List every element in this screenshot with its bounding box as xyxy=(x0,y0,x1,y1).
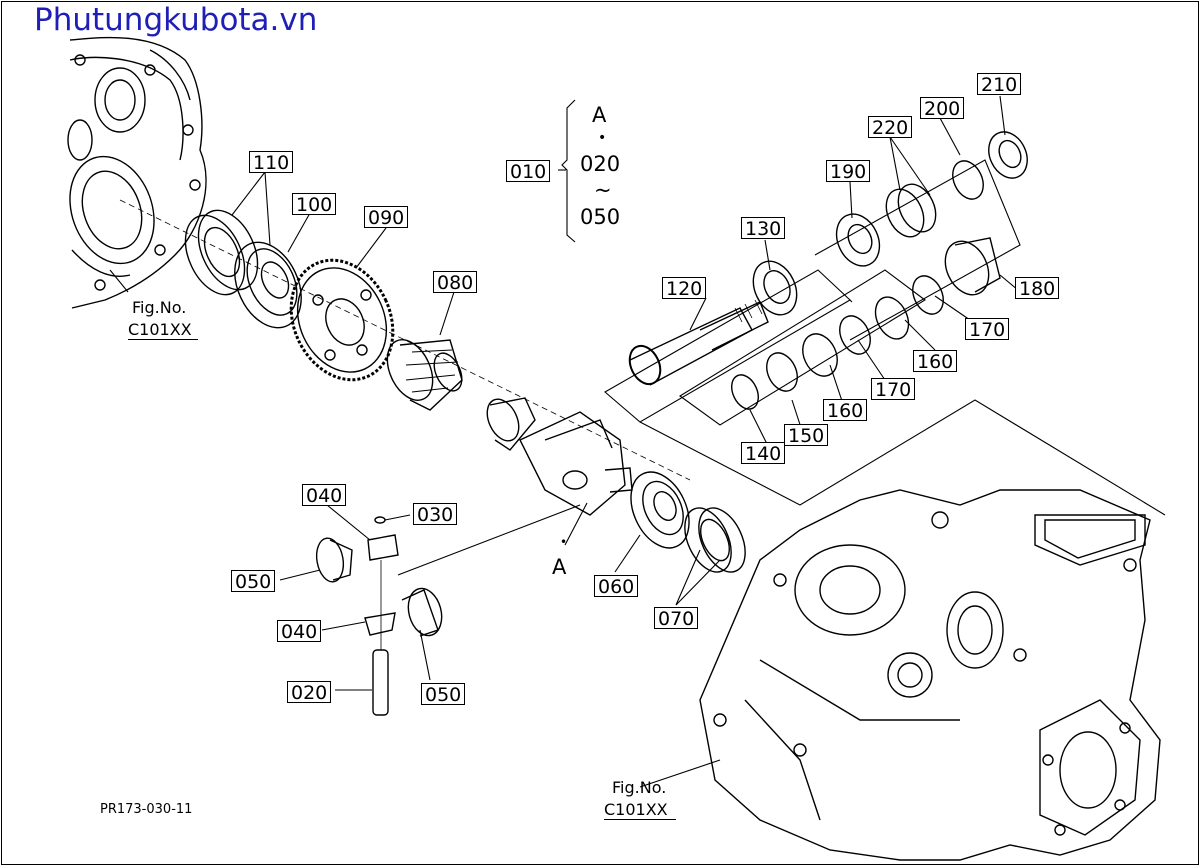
diff-case xyxy=(486,397,633,516)
callout-120[interactable]: 120 xyxy=(662,277,707,300)
circlip-200 xyxy=(952,160,984,200)
callout-200[interactable]: 200 xyxy=(920,97,965,120)
fig-ref-top-label: Fig.No. xyxy=(132,298,187,317)
callout-040-top[interactable]: 040 xyxy=(302,484,347,507)
seal-210 xyxy=(988,131,1028,179)
callout-050-left[interactable]: 050 xyxy=(231,570,276,593)
callout-060[interactable]: 060 xyxy=(594,575,639,598)
fig-ref-bottom-code: C101XX xyxy=(604,800,676,820)
shims-070 xyxy=(684,507,746,573)
differential-gears xyxy=(315,516,443,716)
group-note-dot: • xyxy=(598,130,607,146)
bearing-060 xyxy=(630,471,690,549)
cover-180 xyxy=(944,237,1001,296)
bearing-130 xyxy=(752,260,798,316)
callout-170-right[interactable]: 170 xyxy=(965,318,1010,341)
fig-ref-bottom-label: Fig.No. xyxy=(612,778,667,797)
group-note-a: A xyxy=(592,103,607,127)
callout-090[interactable]: 090 xyxy=(364,206,409,229)
callout-070[interactable]: 070 xyxy=(654,607,699,630)
seal-110 xyxy=(184,209,259,296)
fig-ref-top-code: C101XX xyxy=(128,320,198,340)
lower-housing xyxy=(699,489,1161,861)
callout-150[interactable]: 150 xyxy=(784,424,829,447)
callout-010[interactable]: 010 xyxy=(506,160,551,183)
bevel-gear-080 xyxy=(386,339,463,411)
callout-110[interactable]: 110 xyxy=(249,151,294,174)
document-code: PR173-030-11 xyxy=(100,802,193,817)
callout-040-bottom[interactable]: 040 xyxy=(277,620,322,643)
marker-a-label: A xyxy=(552,555,567,579)
bearing-190 xyxy=(835,213,881,267)
marker-a-dot: • xyxy=(560,535,568,549)
shim-parts-140-170 xyxy=(731,275,944,410)
callout-180[interactable]: 180 xyxy=(1015,277,1060,300)
watermark-text: Phutungkubota.vn xyxy=(34,2,318,38)
upper-housing xyxy=(67,36,207,309)
callout-100[interactable]: 100 xyxy=(292,193,337,216)
bearing-100 xyxy=(234,241,302,329)
leader-lines xyxy=(109,95,1166,788)
callout-030[interactable]: 030 xyxy=(413,503,458,526)
callout-130[interactable]: 130 xyxy=(741,217,786,240)
pinion-shaft-120 xyxy=(628,299,769,386)
group-note-to: 050 xyxy=(580,205,621,229)
callout-160-left[interactable]: 160 xyxy=(823,399,868,422)
group-note-from: 020 xyxy=(580,152,621,176)
callout-020[interactable]: 020 xyxy=(287,681,332,704)
group-note-tilde: ~ xyxy=(594,178,612,202)
callout-170-left[interactable]: 170 xyxy=(871,378,916,401)
callout-080[interactable]: 080 xyxy=(433,271,478,294)
callout-190[interactable]: 190 xyxy=(826,160,871,183)
callout-050-bottom[interactable]: 050 xyxy=(421,683,466,706)
callout-220[interactable]: 220 xyxy=(868,116,913,139)
callout-210[interactable]: 210 xyxy=(977,73,1022,96)
shims-220 xyxy=(885,183,937,238)
callout-160-right[interactable]: 160 xyxy=(913,350,958,373)
callout-140[interactable]: 140 xyxy=(741,442,786,465)
gear-090 xyxy=(289,258,395,382)
